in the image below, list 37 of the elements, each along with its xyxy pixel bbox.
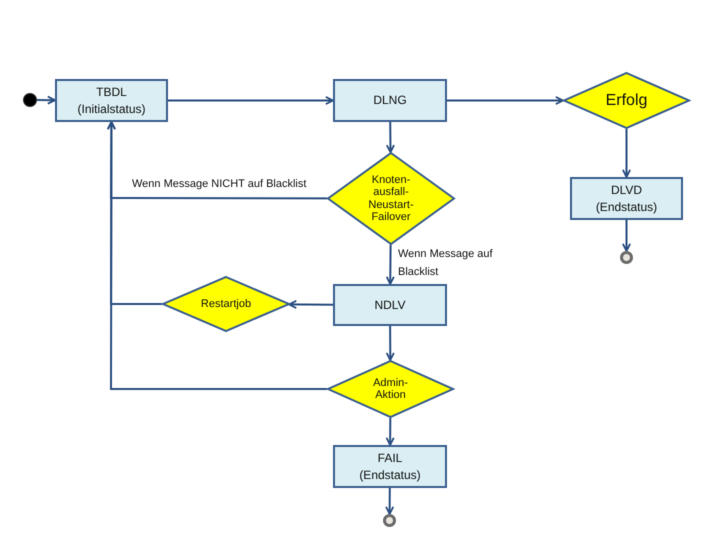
state-box [55,79,168,122]
arrow [447,96,564,105]
arrow [622,220,631,252]
state-name: DLVD [610,182,642,198]
decision-label: Admin- Aktion [372,376,409,402]
state-box [333,284,447,326]
arrow [386,244,395,285]
decision-label: Restartjob [200,298,252,310]
state-box [333,445,447,488]
arrow [36,96,56,105]
arrow [622,129,631,178]
decision-diamond [563,72,690,129]
state-note: (Endstatus) [359,466,421,483]
state-note: (Initialstatus) [77,100,146,117]
state-name: FAIL [378,450,402,466]
decision-diamond [162,276,290,332]
arrow [288,300,333,309]
state-name: TBDL [96,84,127,100]
decision-diamond [327,360,454,418]
arrow [385,488,394,515]
arrow [106,121,328,200]
arrow [386,326,395,361]
arrow [168,96,334,105]
state-name: NDLV [374,296,406,314]
state-note: (Endstatus) [596,198,658,215]
decision-diamond [327,152,455,245]
start-dot [23,93,37,107]
end-circle [620,251,633,264]
decision-label: Knoten- ausfall- Neustart- Failover [367,174,415,223]
state-box [570,177,683,220]
state-box [333,79,447,122]
arrow [106,121,327,390]
decision-label: Erfolg [606,92,648,110]
end-circle [383,514,396,527]
arrow [386,122,395,154]
state-name: DLNG [373,92,407,109]
arrow [386,418,395,446]
